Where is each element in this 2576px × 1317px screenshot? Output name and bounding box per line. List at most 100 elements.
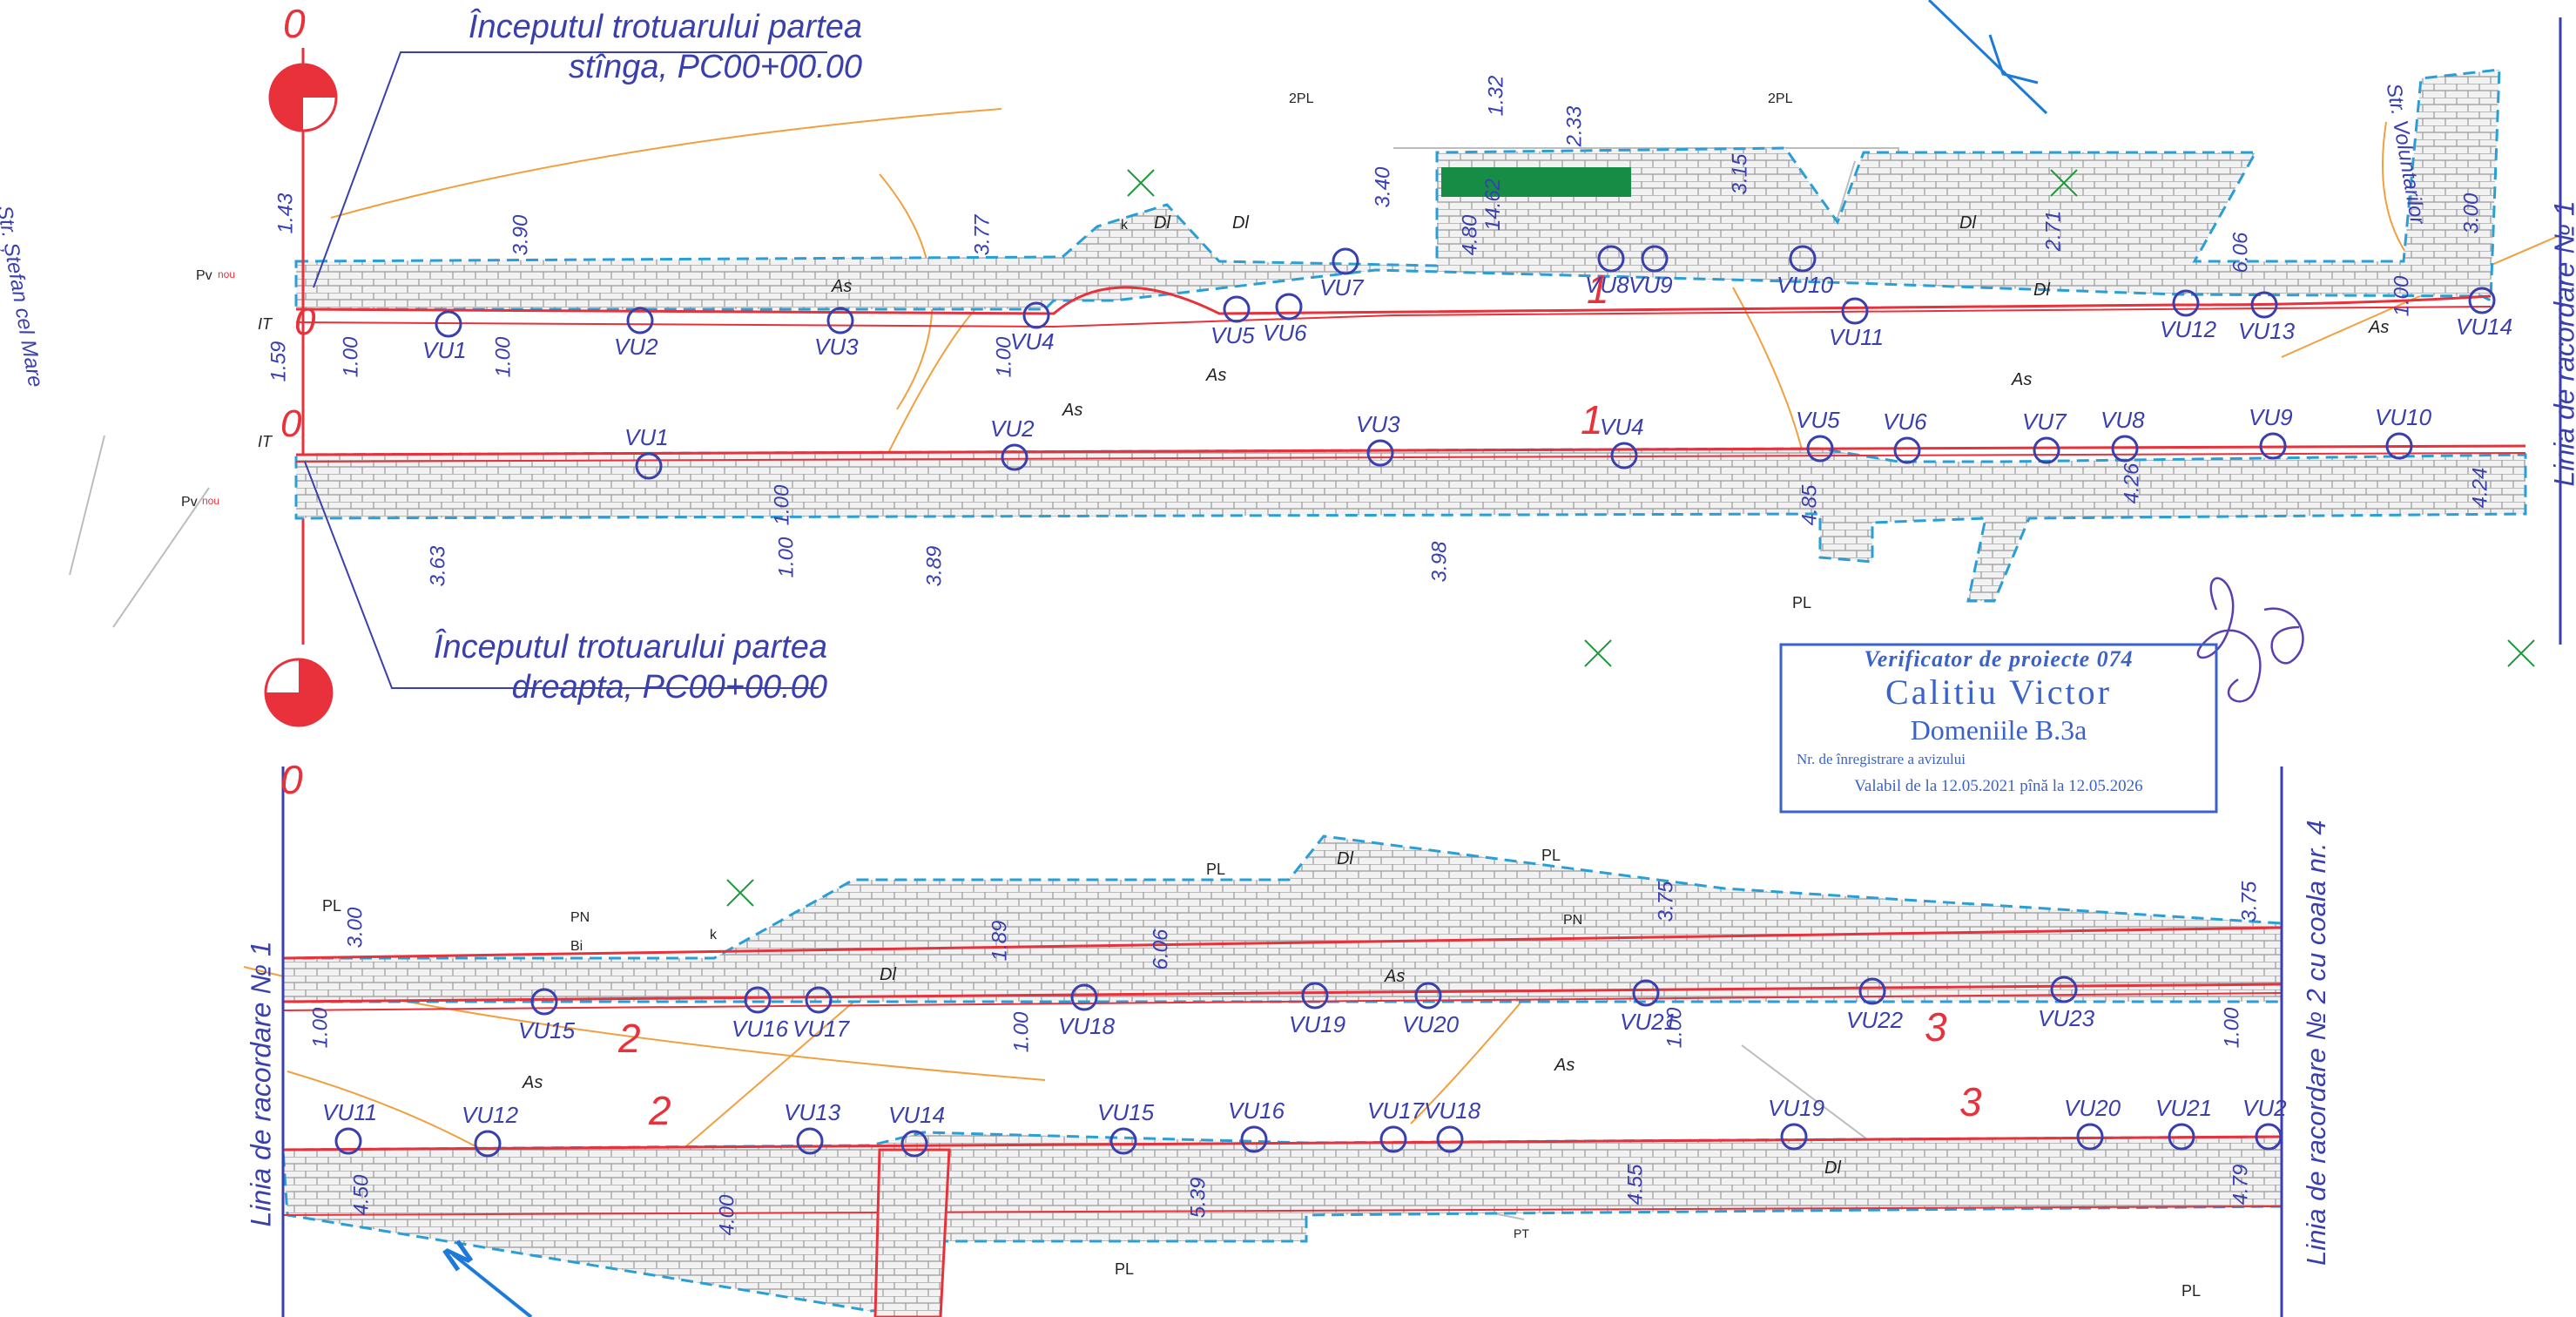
dimension-label: 1.00 bbox=[491, 336, 516, 378]
dimension-label: 3.00 bbox=[343, 907, 368, 949]
dimension-label: 3.98 bbox=[1427, 541, 1452, 583]
strip-a bbox=[294, 48, 2501, 645]
inlet-label: VU17 bbox=[1367, 1098, 1425, 1124]
label-as-3: As bbox=[1206, 366, 1227, 385]
inlet-marker bbox=[1610, 442, 1638, 469]
inlet-marker bbox=[1379, 1125, 1407, 1153]
inlet-marker bbox=[2385, 432, 2413, 460]
sidewalk-c bbox=[281, 834, 2283, 1003]
stamp-domain: Domeniile B.3a bbox=[1910, 714, 2087, 746]
inlet-label: VU14 bbox=[888, 1102, 946, 1128]
inlet-marker bbox=[826, 307, 854, 334]
start-left-line1: Începutul trotuarului partea bbox=[468, 9, 862, 45]
inlet-label: VU2 bbox=[990, 415, 1035, 442]
dimension-label: 3.77 bbox=[970, 214, 995, 256]
inlet-label: VU12 bbox=[462, 1102, 519, 1128]
label-dl-1: Dl bbox=[1154, 213, 1170, 233]
signature bbox=[2196, 577, 2304, 703]
curb-line-a bbox=[295, 286, 2492, 315]
inlet-label: VU19 bbox=[1768, 1095, 1825, 1121]
dimension-label: 5.39 bbox=[1186, 1177, 1210, 1219]
curb-line-c bbox=[282, 926, 2283, 960]
inlet-label: VU16 bbox=[732, 1016, 789, 1042]
inlet-label: VU23 bbox=[2038, 1005, 2095, 1031]
inlet-marker bbox=[2168, 1123, 2195, 1151]
strip-d bbox=[281, 1131, 2283, 1317]
inlet-marker bbox=[530, 988, 558, 1016]
label-it-1: IT bbox=[258, 315, 272, 333]
inlet-label: VU3 bbox=[814, 334, 859, 360]
dimension-label: 2.71 bbox=[2041, 210, 2066, 252]
section-mark-2b: 2 bbox=[649, 1088, 671, 1133]
inlet-label: VU14 bbox=[2456, 314, 2513, 340]
inlet-label: VU10 bbox=[1777, 272, 1834, 298]
label-pl-3: PL bbox=[1541, 847, 1561, 864]
inlet-marker bbox=[1301, 982, 1329, 1010]
inlet-marker bbox=[900, 1130, 928, 1158]
inlet-marker bbox=[1223, 295, 1251, 323]
dimension-label: 3.00 bbox=[2459, 192, 2484, 234]
dimension-label: 1.59 bbox=[266, 341, 291, 382]
inlet-label: VU7 bbox=[2022, 409, 2067, 435]
label-dl-2: Dl bbox=[1232, 213, 1249, 233]
section-mark-2a: 2 bbox=[618, 1016, 641, 1061]
dimension-label: 1.00 bbox=[992, 336, 1016, 378]
label-pn-2: PN bbox=[1563, 913, 1583, 928]
label-dl-5: Dl bbox=[1337, 849, 1353, 868]
inlet-marker bbox=[626, 307, 654, 334]
inlet-marker bbox=[1641, 245, 1669, 273]
inlet-marker bbox=[1789, 245, 1817, 273]
label-dl-6: Dl bbox=[880, 965, 896, 984]
inlet-marker bbox=[2468, 287, 2496, 314]
label-bi: Bi bbox=[570, 939, 583, 954]
start-marker-right bbox=[264, 658, 334, 727]
dimension-label: 4.00 bbox=[715, 1194, 739, 1236]
inlet-marker bbox=[2259, 432, 2287, 460]
dimension-label: 1.43 bbox=[273, 192, 298, 234]
inlet-marker bbox=[2255, 1123, 2283, 1151]
inlet-label: VU21 bbox=[2155, 1095, 2213, 1121]
inlet-label: VU13 bbox=[2238, 318, 2296, 344]
label-as-4: As bbox=[2012, 370, 2033, 389]
inlet-label: VU17 bbox=[792, 1016, 850, 1042]
label-pl-5: PL bbox=[1115, 1260, 1135, 1278]
road-edge-c2 bbox=[282, 992, 2283, 1011]
inlet-marker bbox=[1893, 436, 1921, 464]
inlet-marker bbox=[2050, 976, 2078, 1003]
road-edge-c bbox=[282, 983, 2283, 1003]
inlet-label: VU6 bbox=[1883, 409, 1927, 435]
strip-c bbox=[281, 834, 2283, 1011]
inlet-marker bbox=[1780, 1123, 1808, 1151]
curb-line-b bbox=[295, 444, 2526, 456]
inlet-marker bbox=[1632, 979, 1660, 1007]
dimension-label: 6.06 bbox=[1149, 929, 1173, 970]
dimension-label: 3.15 bbox=[1728, 153, 1752, 195]
dimension-label: 3.75 bbox=[1654, 881, 1678, 922]
inlet-label: VU1 bbox=[422, 337, 467, 363]
inlet-marker bbox=[1022, 301, 1050, 329]
dimension-label: 6.06 bbox=[2229, 232, 2253, 274]
label-pv-2: Pv bbox=[181, 495, 198, 510]
inlet-label: VU22 bbox=[1846, 1007, 1904, 1033]
label-2pl-a: 2PL bbox=[1289, 91, 1314, 106]
inlet-label: VU19 bbox=[1289, 1011, 1346, 1037]
label-2pl-b: 2PL bbox=[1768, 91, 1793, 106]
inlet-label: VU5 bbox=[1796, 407, 1840, 433]
verifier-stamp bbox=[1779, 643, 2218, 814]
inlet-marker bbox=[2172, 289, 2200, 317]
dimension-label: 4.26 bbox=[2120, 463, 2144, 504]
stamp-reg: Nr. de înregistrare a avizului bbox=[1797, 751, 1966, 767]
inlet-marker bbox=[1366, 439, 1394, 467]
leader-lines bbox=[304, 51, 827, 689]
inlet-label: VU1 bbox=[624, 424, 669, 450]
dimension-label: 1.32 bbox=[1484, 75, 1508, 117]
inlet-marker bbox=[796, 1127, 824, 1155]
dimension-label: 4.79 bbox=[2229, 1164, 2253, 1206]
north-arrow-bottom bbox=[451, 1253, 533, 1317]
label-nou-1: nou bbox=[218, 268, 236, 280]
zero-marker-bottom: 0 bbox=[280, 757, 303, 802]
zero-marker-strip-b: 0 bbox=[280, 402, 302, 445]
label-dl-7: Dl bbox=[1824, 1158, 1841, 1178]
start-right-line1: Începutul trotuarului partea bbox=[433, 629, 827, 665]
